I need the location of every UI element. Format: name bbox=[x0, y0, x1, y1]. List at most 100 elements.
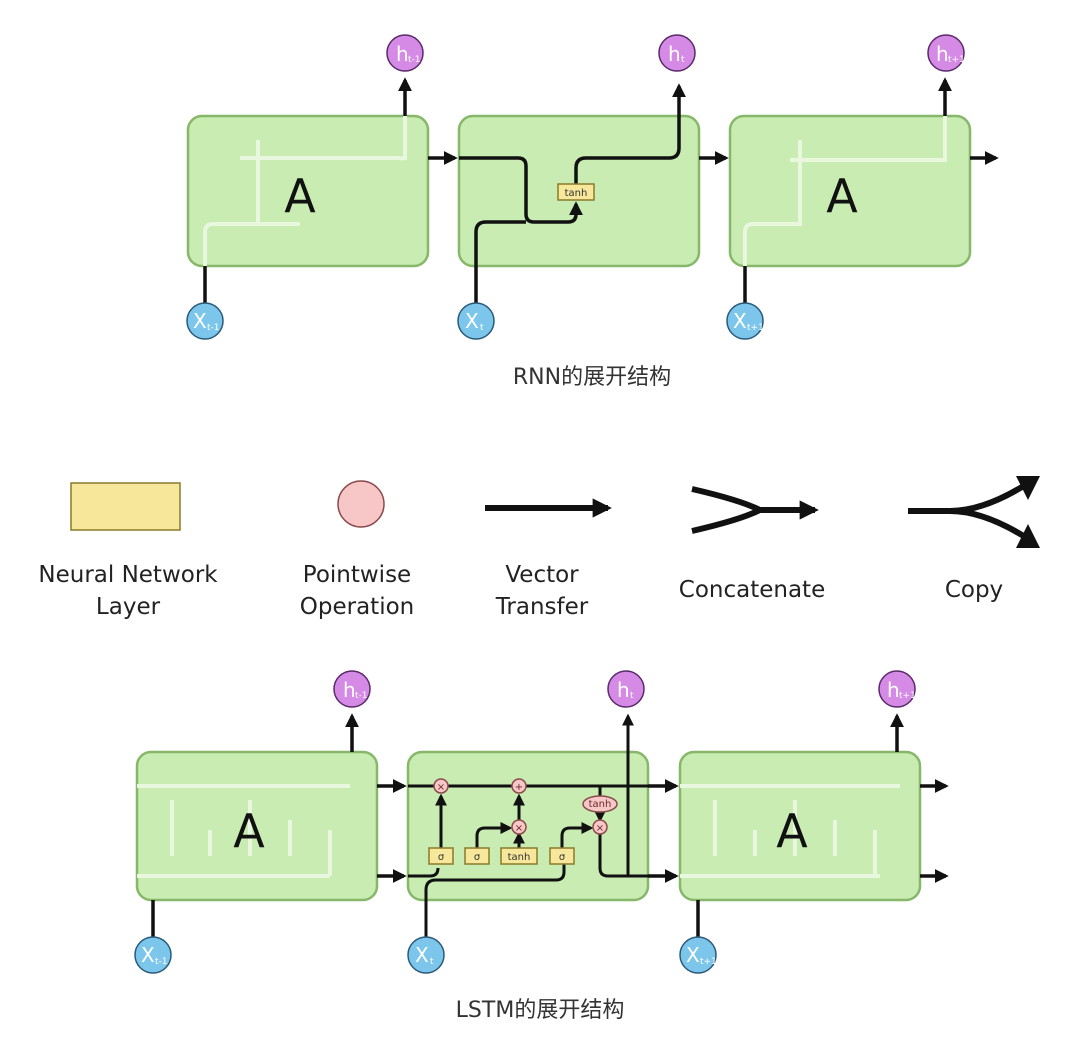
lstm-op-forget-mul bbox=[433, 778, 449, 794]
lstm-op-input-mul bbox=[511, 819, 527, 835]
svg-text:h: h bbox=[936, 42, 949, 66]
lstm-cell-1: A bbox=[135, 750, 379, 902]
svg-text:X: X bbox=[733, 309, 747, 333]
lstm-hidden-in bbox=[408, 867, 440, 878]
lstm-output-h-t-1: h t-1 bbox=[333, 670, 371, 708]
svg-text:×: × bbox=[515, 823, 523, 834]
svg-text:t-1: t-1 bbox=[155, 957, 168, 967]
rnn-section: A A tanh h t-1 bbox=[186, 34, 999, 390]
svg-text:Copy: Copy bbox=[945, 577, 1003, 603]
lstm-output-h-t: h t bbox=[607, 670, 645, 708]
lstm-input-gate-arrow bbox=[475, 822, 513, 848]
rnn-output-h-t-1: h t-1 bbox=[386, 34, 424, 72]
rnn-output-h-t: h t bbox=[658, 34, 696, 72]
svg-text:X: X bbox=[686, 943, 700, 967]
rnn-input-x-t-1: X t-1 bbox=[186, 302, 224, 340]
lstm-cell-3-label: A bbox=[776, 804, 808, 858]
lstm-op-tanh bbox=[582, 795, 618, 813]
svg-text:σ: σ bbox=[438, 852, 445, 863]
legend-item-vector-transfer: Vector Transfer bbox=[485, 498, 612, 620]
lstm-cell-3: A bbox=[678, 750, 922, 902]
rnn-caption: RNN的展开结构 bbox=[513, 365, 671, 390]
rnn-cell-3: A bbox=[728, 114, 972, 268]
svg-text:t+1: t+1 bbox=[948, 55, 965, 65]
rnn-tanh-label: tanh bbox=[565, 188, 588, 199]
lstm-caption: LSTM的展开结构 bbox=[456, 998, 625, 1023]
svg-text:t: t bbox=[630, 691, 634, 701]
svg-text:Vector: Vector bbox=[505, 562, 579, 588]
legend-layer-swatch bbox=[70, 482, 181, 531]
lstm-cell-2-internals: σ σ tanh σ × + × tanh × bbox=[408, 713, 648, 938]
svg-text:t-1: t-1 bbox=[355, 691, 368, 701]
svg-text:t+1: t+1 bbox=[747, 323, 764, 333]
lstm-op-output-mul bbox=[592, 819, 608, 835]
svg-text:σ: σ bbox=[474, 852, 481, 863]
svg-text:h: h bbox=[668, 42, 681, 66]
lstm-output-h-t1: h t+1 bbox=[878, 670, 916, 708]
svg-text:t+1: t+1 bbox=[899, 691, 916, 701]
lstm-layer-4 bbox=[549, 847, 575, 865]
svg-text:h: h bbox=[887, 678, 900, 702]
svg-text:σ: σ bbox=[559, 852, 566, 863]
rnn-cell-1: A bbox=[186, 114, 430, 268]
svg-text:Pointwise: Pointwise bbox=[303, 562, 411, 588]
lstm-layer-2 bbox=[464, 847, 490, 865]
rnn-input-path bbox=[474, 220, 526, 303]
svg-text:t: t bbox=[480, 323, 484, 333]
svg-text:Transfer: Transfer bbox=[495, 594, 589, 620]
lstm-output-gate-arrow bbox=[560, 822, 594, 848]
rnn-cell-1-label: A bbox=[284, 169, 316, 223]
lstm-layer-1 bbox=[428, 847, 454, 865]
rnn-tanh-layer bbox=[557, 183, 595, 201]
rnn-input-x-t1: X t+1 bbox=[726, 302, 764, 340]
lstm-input-x-t-1: X t-1 bbox=[134, 936, 172, 974]
legend: Neural Network Layer Pointwise Operation… bbox=[38, 476, 1040, 620]
svg-text:t+1: t+1 bbox=[700, 957, 717, 967]
rnn-cell-3-label: A bbox=[826, 169, 858, 223]
svg-text:h: h bbox=[396, 42, 409, 66]
svg-text:×: × bbox=[596, 823, 604, 834]
svg-text:Neural Network: Neural Network bbox=[38, 562, 218, 588]
svg-text:X: X bbox=[141, 943, 155, 967]
svg-text:Operation: Operation bbox=[300, 594, 414, 620]
legend-item-copy: Copy bbox=[908, 476, 1040, 603]
legend-item-concatenate: Concatenate bbox=[679, 486, 825, 603]
lstm-op-add bbox=[511, 778, 527, 794]
rnn-output-h-t1: h t+1 bbox=[927, 34, 965, 72]
svg-text:Layer: Layer bbox=[96, 594, 161, 620]
svg-text:tanh: tanh bbox=[589, 799, 612, 810]
svg-text:×: × bbox=[437, 782, 445, 793]
svg-text:+: + bbox=[515, 782, 523, 793]
lstm-layer-3 bbox=[500, 847, 538, 865]
lstm-concat-line bbox=[424, 862, 566, 938]
legend-item-pointwise: Pointwise Operation bbox=[300, 480, 414, 620]
svg-text:h: h bbox=[343, 678, 356, 702]
legend-concatenate-arrow bbox=[691, 486, 815, 534]
rnn-hidden-path bbox=[459, 156, 583, 224]
svg-text:h: h bbox=[617, 678, 630, 702]
legend-pointwise-swatch bbox=[337, 480, 385, 528]
svg-text:t-1: t-1 bbox=[207, 323, 220, 333]
legend-copy-head-top bbox=[1016, 476, 1040, 500]
legend-item-layer: Neural Network Layer bbox=[38, 482, 218, 620]
lstm-input-x-t: X t bbox=[407, 936, 445, 974]
lstm-cell-1-label: A bbox=[233, 804, 265, 858]
rnn-output-path bbox=[574, 83, 686, 184]
legend-copy-head-bottom bbox=[1016, 524, 1040, 548]
lstm-cell-2 bbox=[406, 750, 650, 902]
rnn-input-x-t: X t bbox=[457, 302, 495, 340]
svg-text:X: X bbox=[193, 309, 207, 333]
svg-text:t: t bbox=[430, 957, 434, 967]
svg-text:X: X bbox=[415, 943, 429, 967]
lstm-hidden-out-line bbox=[598, 834, 648, 878]
svg-text:X: X bbox=[465, 309, 479, 333]
lstm-input-x-t1: X t+1 bbox=[679, 936, 717, 974]
svg-text:t: t bbox=[681, 55, 685, 65]
legend-copy-arrow bbox=[908, 479, 1032, 543]
svg-text:tanh: tanh bbox=[508, 852, 531, 863]
svg-text:Concatenate: Concatenate bbox=[679, 577, 825, 603]
svg-text:t-1: t-1 bbox=[408, 55, 421, 65]
lstm-section: A A bbox=[134, 670, 949, 1023]
